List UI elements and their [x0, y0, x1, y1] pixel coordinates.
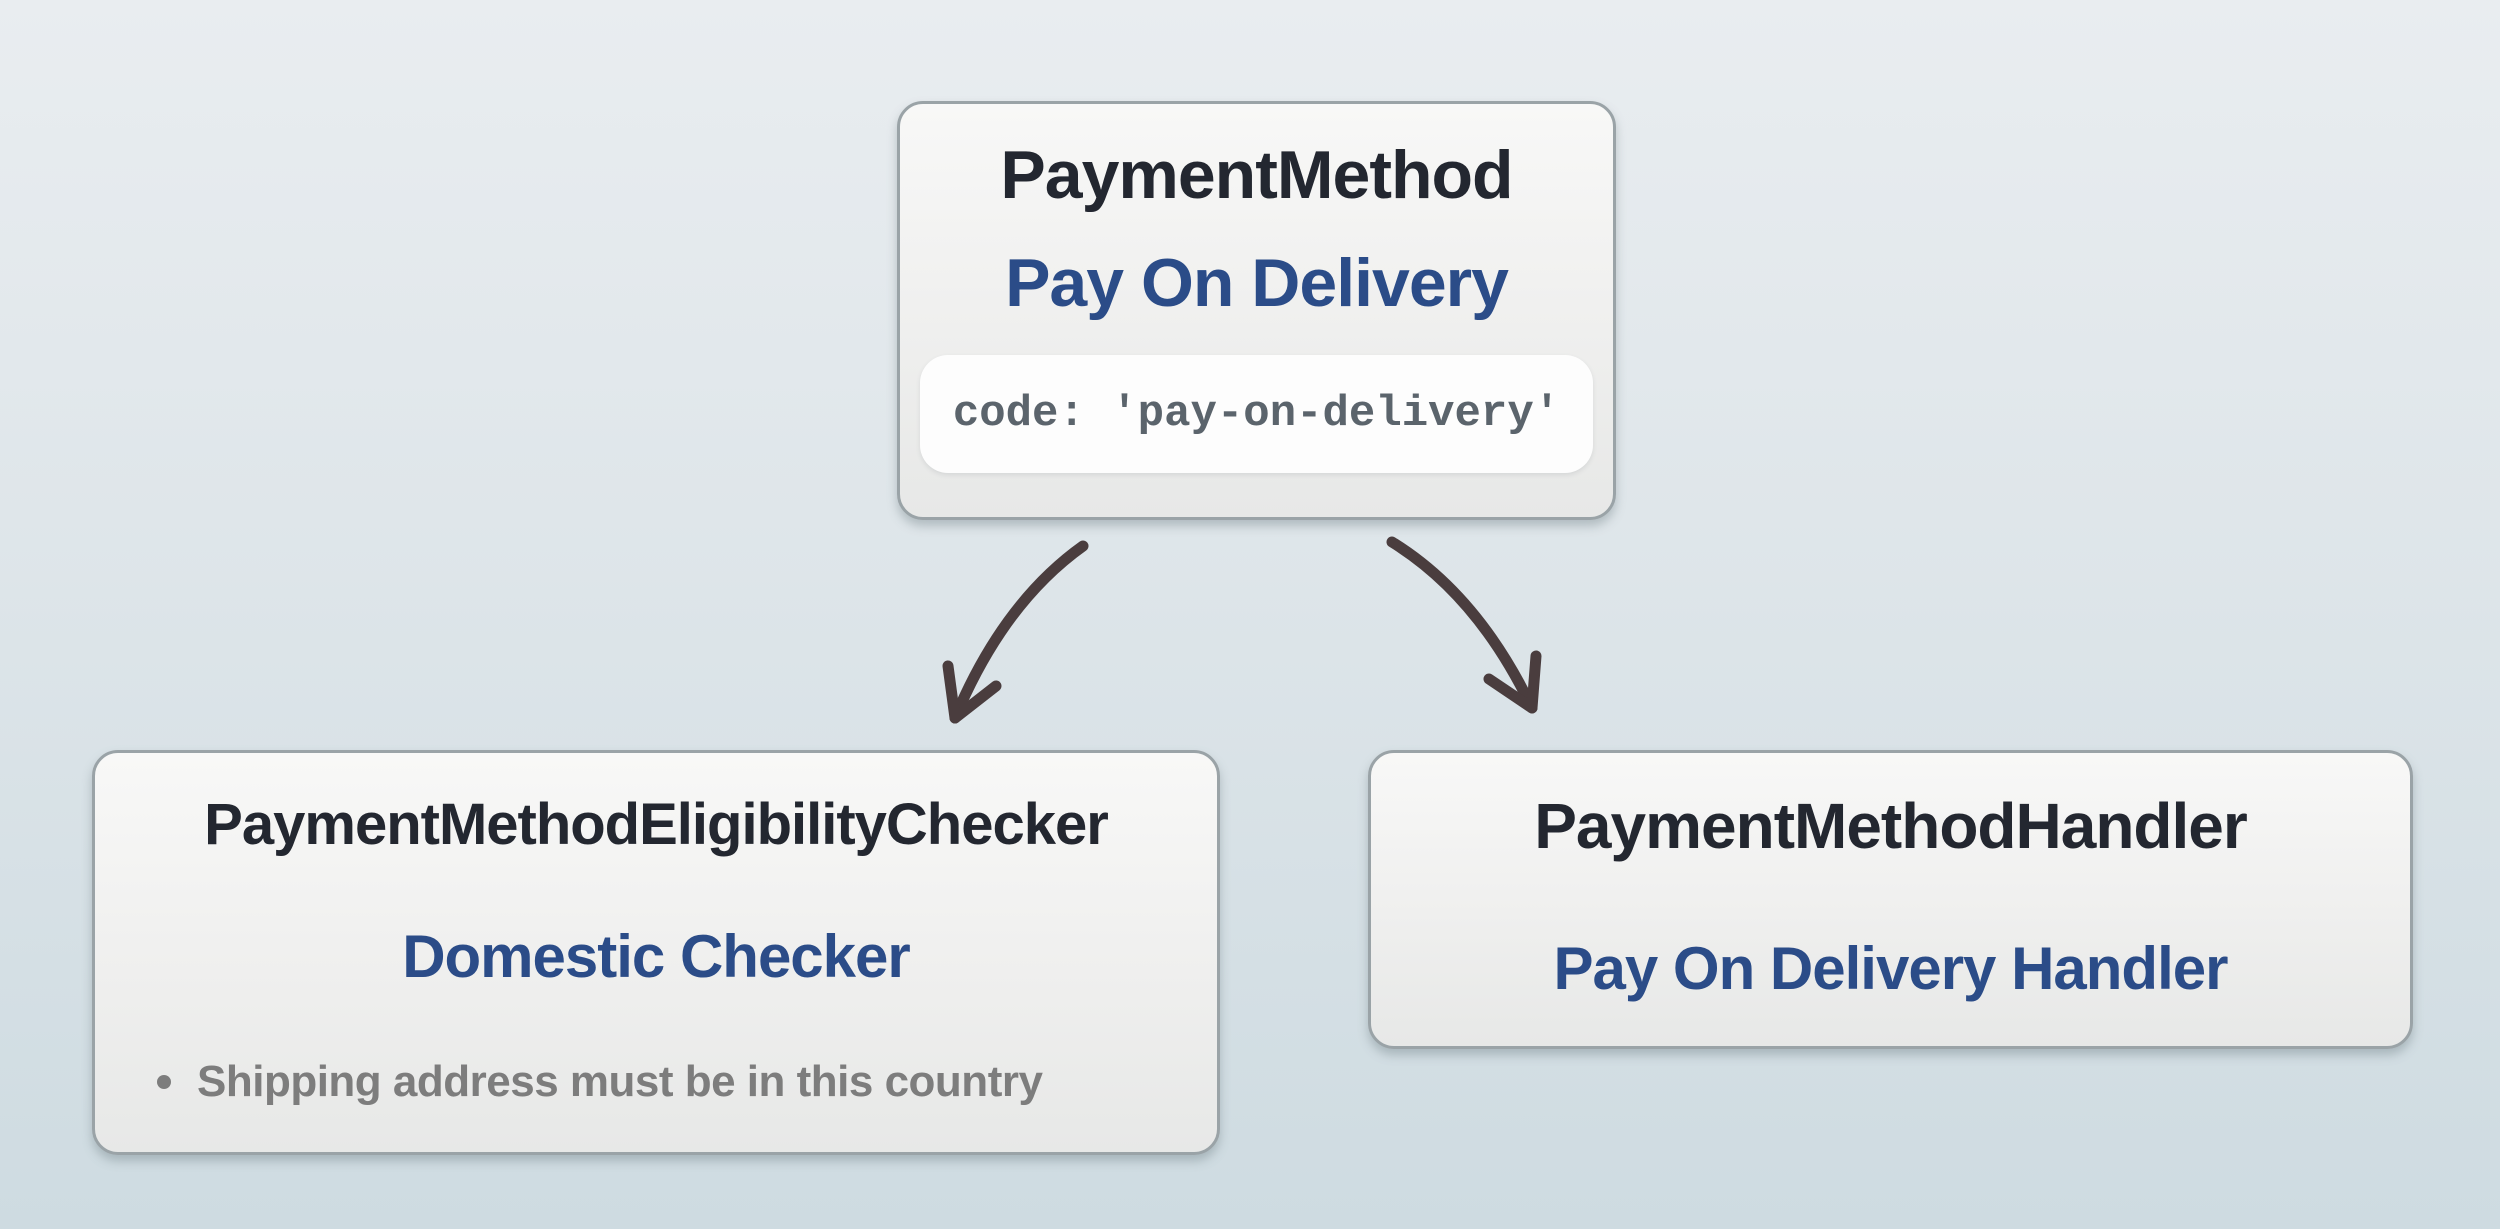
curved-arrow-down-right-icon — [1386, 536, 1542, 714]
payment-method-title: PaymentMethod — [1000, 137, 1513, 213]
payment-method-code: code: 'pay-on-delivery' — [952, 389, 1561, 439]
eligibility-checker-bullet-text: Shipping address must be in this country — [197, 1056, 1043, 1106]
eligibility-checker-title: PaymentMethodEligibilityChecker — [204, 792, 1109, 857]
handler-node: PaymentMethodHandler Pay On Delivery Han… — [1368, 750, 2413, 1049]
eligibility-checker-subtitle: Domestic Checker — [402, 923, 911, 991]
curved-arrow-down-left-icon — [942, 540, 1089, 724]
bullet-dot — [157, 1074, 171, 1089]
handler-title: PaymentMethodHandler — [1534, 790, 2248, 862]
eligibility-checker-node: PaymentMethodEligibilityChecker Domestic… — [92, 750, 1220, 1155]
eligibility-checker-bullet-item: Shipping address must be in this country — [125, 1056, 1187, 1106]
handler-subtitle: Pay On Delivery Handler — [1553, 935, 2229, 1002]
payment-method-node: PaymentMethod Pay On Delivery code: 'pay… — [897, 101, 1616, 520]
payment-method-subtitle: Pay On Delivery — [1005, 244, 1509, 321]
payment-method-code-pill: code: 'pay-on-delivery' — [920, 355, 1593, 473]
